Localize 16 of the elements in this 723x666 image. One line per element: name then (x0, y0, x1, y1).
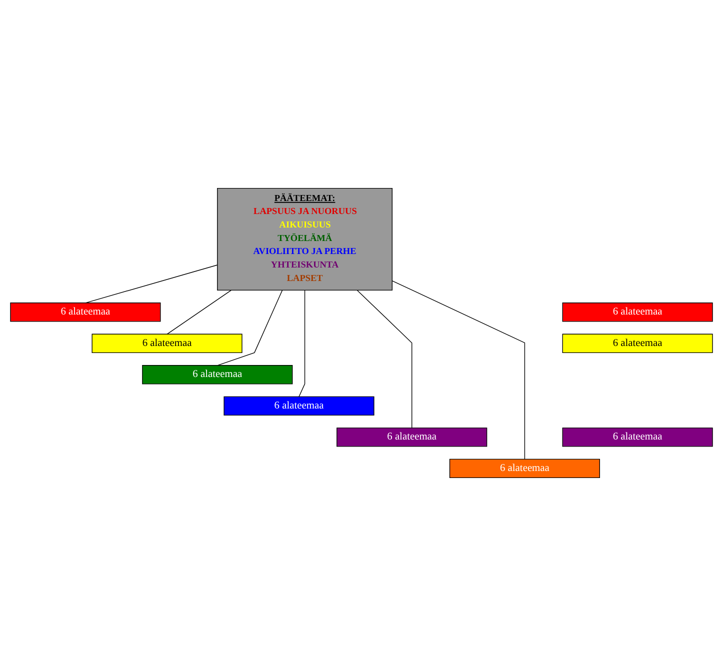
node-box: 6 alateemaa (10, 302, 161, 322)
connector (166, 290, 232, 334)
node-box: 6 alateemaa (92, 334, 242, 354)
connector (85, 264, 218, 304)
node-box: 6 alateemaa (142, 365, 293, 384)
node-box: 6 alateemaa (562, 334, 713, 354)
node-box: 6 alateemaa (336, 428, 488, 447)
node-box: 6 alateemaa (224, 396, 374, 416)
node-box: 6 alateemaa (449, 458, 600, 478)
node-box: 6 alateemaa (562, 302, 713, 322)
node-box: 6 alateemaa (562, 428, 713, 447)
connector (298, 290, 306, 397)
connector (356, 290, 412, 428)
node-box: PÄÄTEEMAT: LAPSUUS JA NUORUUS AIKUISUUS TYÖELÄMÄ AVIOLIITTO JA PERHE YHTEISKUNTA LAPSET (217, 188, 393, 291)
connector (392, 280, 526, 460)
connector (217, 290, 283, 366)
